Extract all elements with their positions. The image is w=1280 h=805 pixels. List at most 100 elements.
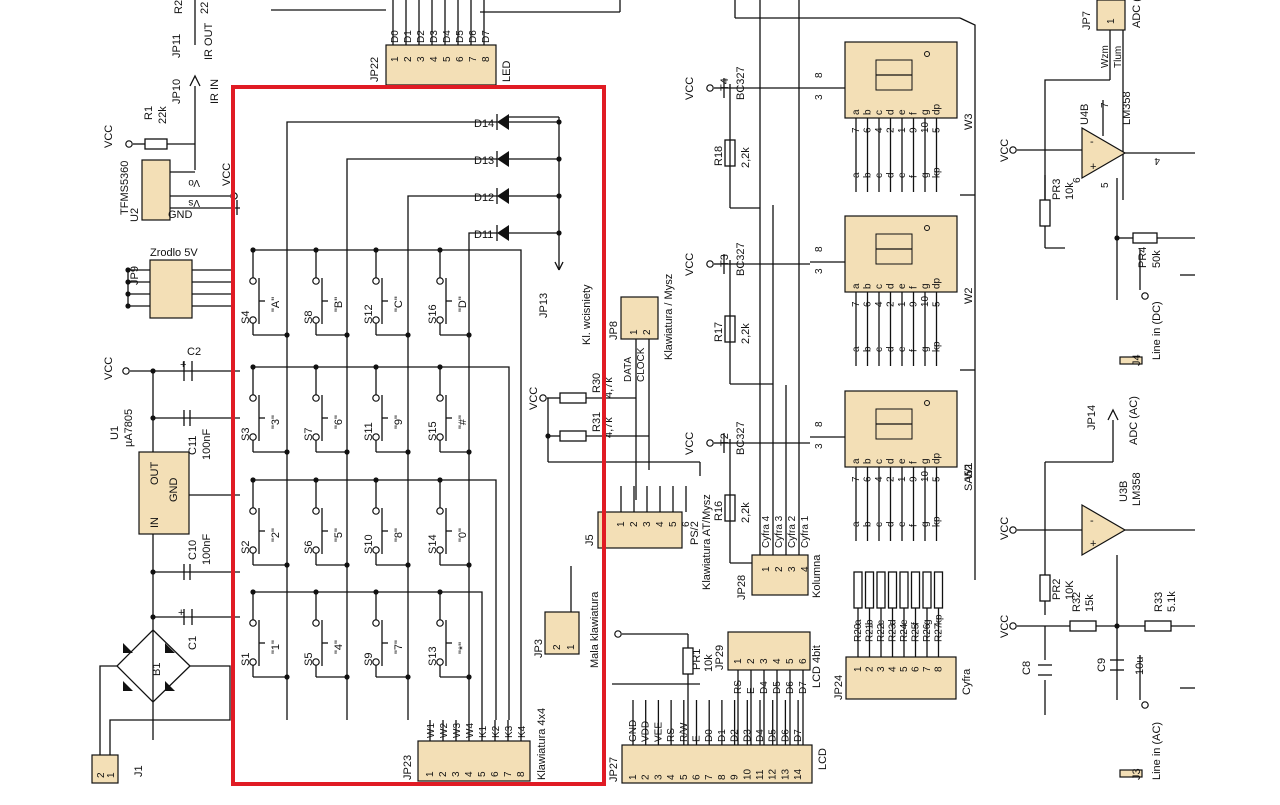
- jp29-pin: 5: [785, 658, 796, 664]
- jp23-pin-number: 3: [451, 771, 462, 777]
- jp28-signal: Cyfra 1: [800, 515, 811, 548]
- transistor-resistor-ref: R16: [713, 501, 725, 521]
- j1-connector: [91, 754, 119, 784]
- jp22-ref: JP22: [369, 57, 381, 82]
- segment-label: f: [909, 286, 920, 289]
- u2-pin: GND: [168, 209, 193, 221]
- switch-ref-s1: S1: [240, 653, 252, 666]
- wire: [253, 591, 483, 720]
- pr4-pot: [1132, 232, 1158, 244]
- u4b-ref: U4B: [1079, 104, 1091, 125]
- junction-dot: [437, 477, 443, 483]
- pr3-value: 10k: [1064, 182, 1076, 200]
- terminal: [539, 394, 547, 402]
- junction-dot: [284, 449, 290, 455]
- switch-label: "C": [393, 296, 405, 312]
- terminal: [312, 619, 320, 627]
- pr2-pot: [1039, 574, 1051, 602]
- jp24-ref: JP24: [833, 675, 845, 700]
- terminal: [436, 277, 444, 285]
- jp11-ref: JP11: [171, 34, 183, 58]
- junction-dot: [545, 433, 551, 439]
- wire: [959, 17, 976, 580]
- terminal: [372, 507, 380, 515]
- jp23-pin-name: K4: [517, 725, 528, 738]
- terminal: [706, 84, 714, 92]
- jp27-pin: 5: [679, 774, 690, 780]
- common-pin: 8: [814, 246, 825, 252]
- c2-ref: C2: [187, 346, 201, 358]
- u3b-opamp: [1081, 503, 1127, 557]
- jp24-pin: 7: [922, 666, 933, 672]
- wire: [253, 479, 497, 720]
- jp8-pin: 1: [629, 329, 640, 335]
- junction-dot: [313, 247, 319, 253]
- jp8-ref: JP8: [608, 321, 620, 340]
- jp24-connector: [845, 656, 957, 700]
- jp7-pin: 1: [1106, 18, 1117, 24]
- jp27-connector: [621, 744, 813, 784]
- segment-label: a: [851, 283, 862, 289]
- segment-label: dp: [932, 277, 943, 289]
- wire: [346, 158, 497, 720]
- junction-dot: [437, 247, 443, 253]
- jp27-pin: 12: [768, 768, 779, 780]
- segment-label: d: [886, 458, 897, 464]
- j5-name: PS/2: [689, 521, 701, 545]
- j5-pin: 6: [681, 521, 692, 527]
- jp22-pin-name: D7: [481, 30, 492, 43]
- jp23-pin-number: 8: [516, 771, 527, 777]
- common-pin: 8: [814, 72, 825, 78]
- jp7-name: ADC (DC): [1131, 0, 1143, 28]
- diode-ref: D14: [474, 118, 494, 130]
- junction-dot: [405, 449, 411, 455]
- segment-label: e: [897, 283, 908, 289]
- r33-ref: R33: [1153, 592, 1165, 612]
- segment-dp: [924, 225, 930, 231]
- wire: [1044, 79, 1110, 200]
- diode-d13: [497, 151, 509, 167]
- jp27-pin: 1: [628, 774, 639, 780]
- jp14-ref: JP14: [1086, 405, 1098, 430]
- jp22-pin-name: D3: [429, 30, 440, 43]
- r2-ref: R2: [173, 0, 185, 14]
- jp9-connector: [149, 259, 193, 319]
- jp27-pin: 4: [666, 774, 677, 780]
- jp27-pin: 6: [692, 774, 703, 780]
- switch-label: "6": [333, 415, 345, 429]
- jp22-pin-number: 7: [468, 56, 479, 62]
- j1-pin: 1: [106, 772, 117, 778]
- switch-label: "9": [393, 415, 405, 429]
- digit-part: SA52: [963, 464, 975, 491]
- b1-ref: B1: [151, 663, 163, 676]
- j5-pin: 4: [655, 521, 666, 527]
- seven-seg-digit: [844, 215, 958, 293]
- switch-ref-s2: S2: [240, 541, 252, 554]
- u2-ir-receiver: [141, 159, 171, 221]
- jp28-signal: Cyfra 2: [787, 515, 798, 548]
- terminal: [436, 394, 444, 402]
- j5-pin: 1: [616, 521, 627, 527]
- switch-ref-s16: S16: [427, 304, 439, 324]
- junction-dot: [284, 562, 290, 568]
- switch-ref-s3: S3: [240, 428, 252, 441]
- j4-name: Line in (DC): [1151, 301, 1163, 360]
- jp22-pin-number: 2: [403, 56, 414, 62]
- jp22-pin-number: 1: [390, 56, 401, 62]
- digit-ref: W2: [963, 288, 975, 305]
- b1-bridge: [116, 629, 191, 703]
- u4b-opamp: [1081, 126, 1127, 180]
- u2-pin: Vo: [188, 177, 200, 188]
- transistor-resistor: [724, 315, 736, 343]
- transistor-resistor-ref: R18: [713, 146, 725, 166]
- r30-ref: R30: [591, 373, 603, 393]
- opamp-plus: +: [1090, 538, 1096, 550]
- r2-value: 22: [199, 2, 211, 14]
- jp24-pin: 8: [934, 666, 945, 672]
- jp23-pin-name: K1: [478, 725, 489, 738]
- jp28-ref: JP28: [736, 575, 748, 600]
- jp23-pin-name: W1: [426, 723, 437, 738]
